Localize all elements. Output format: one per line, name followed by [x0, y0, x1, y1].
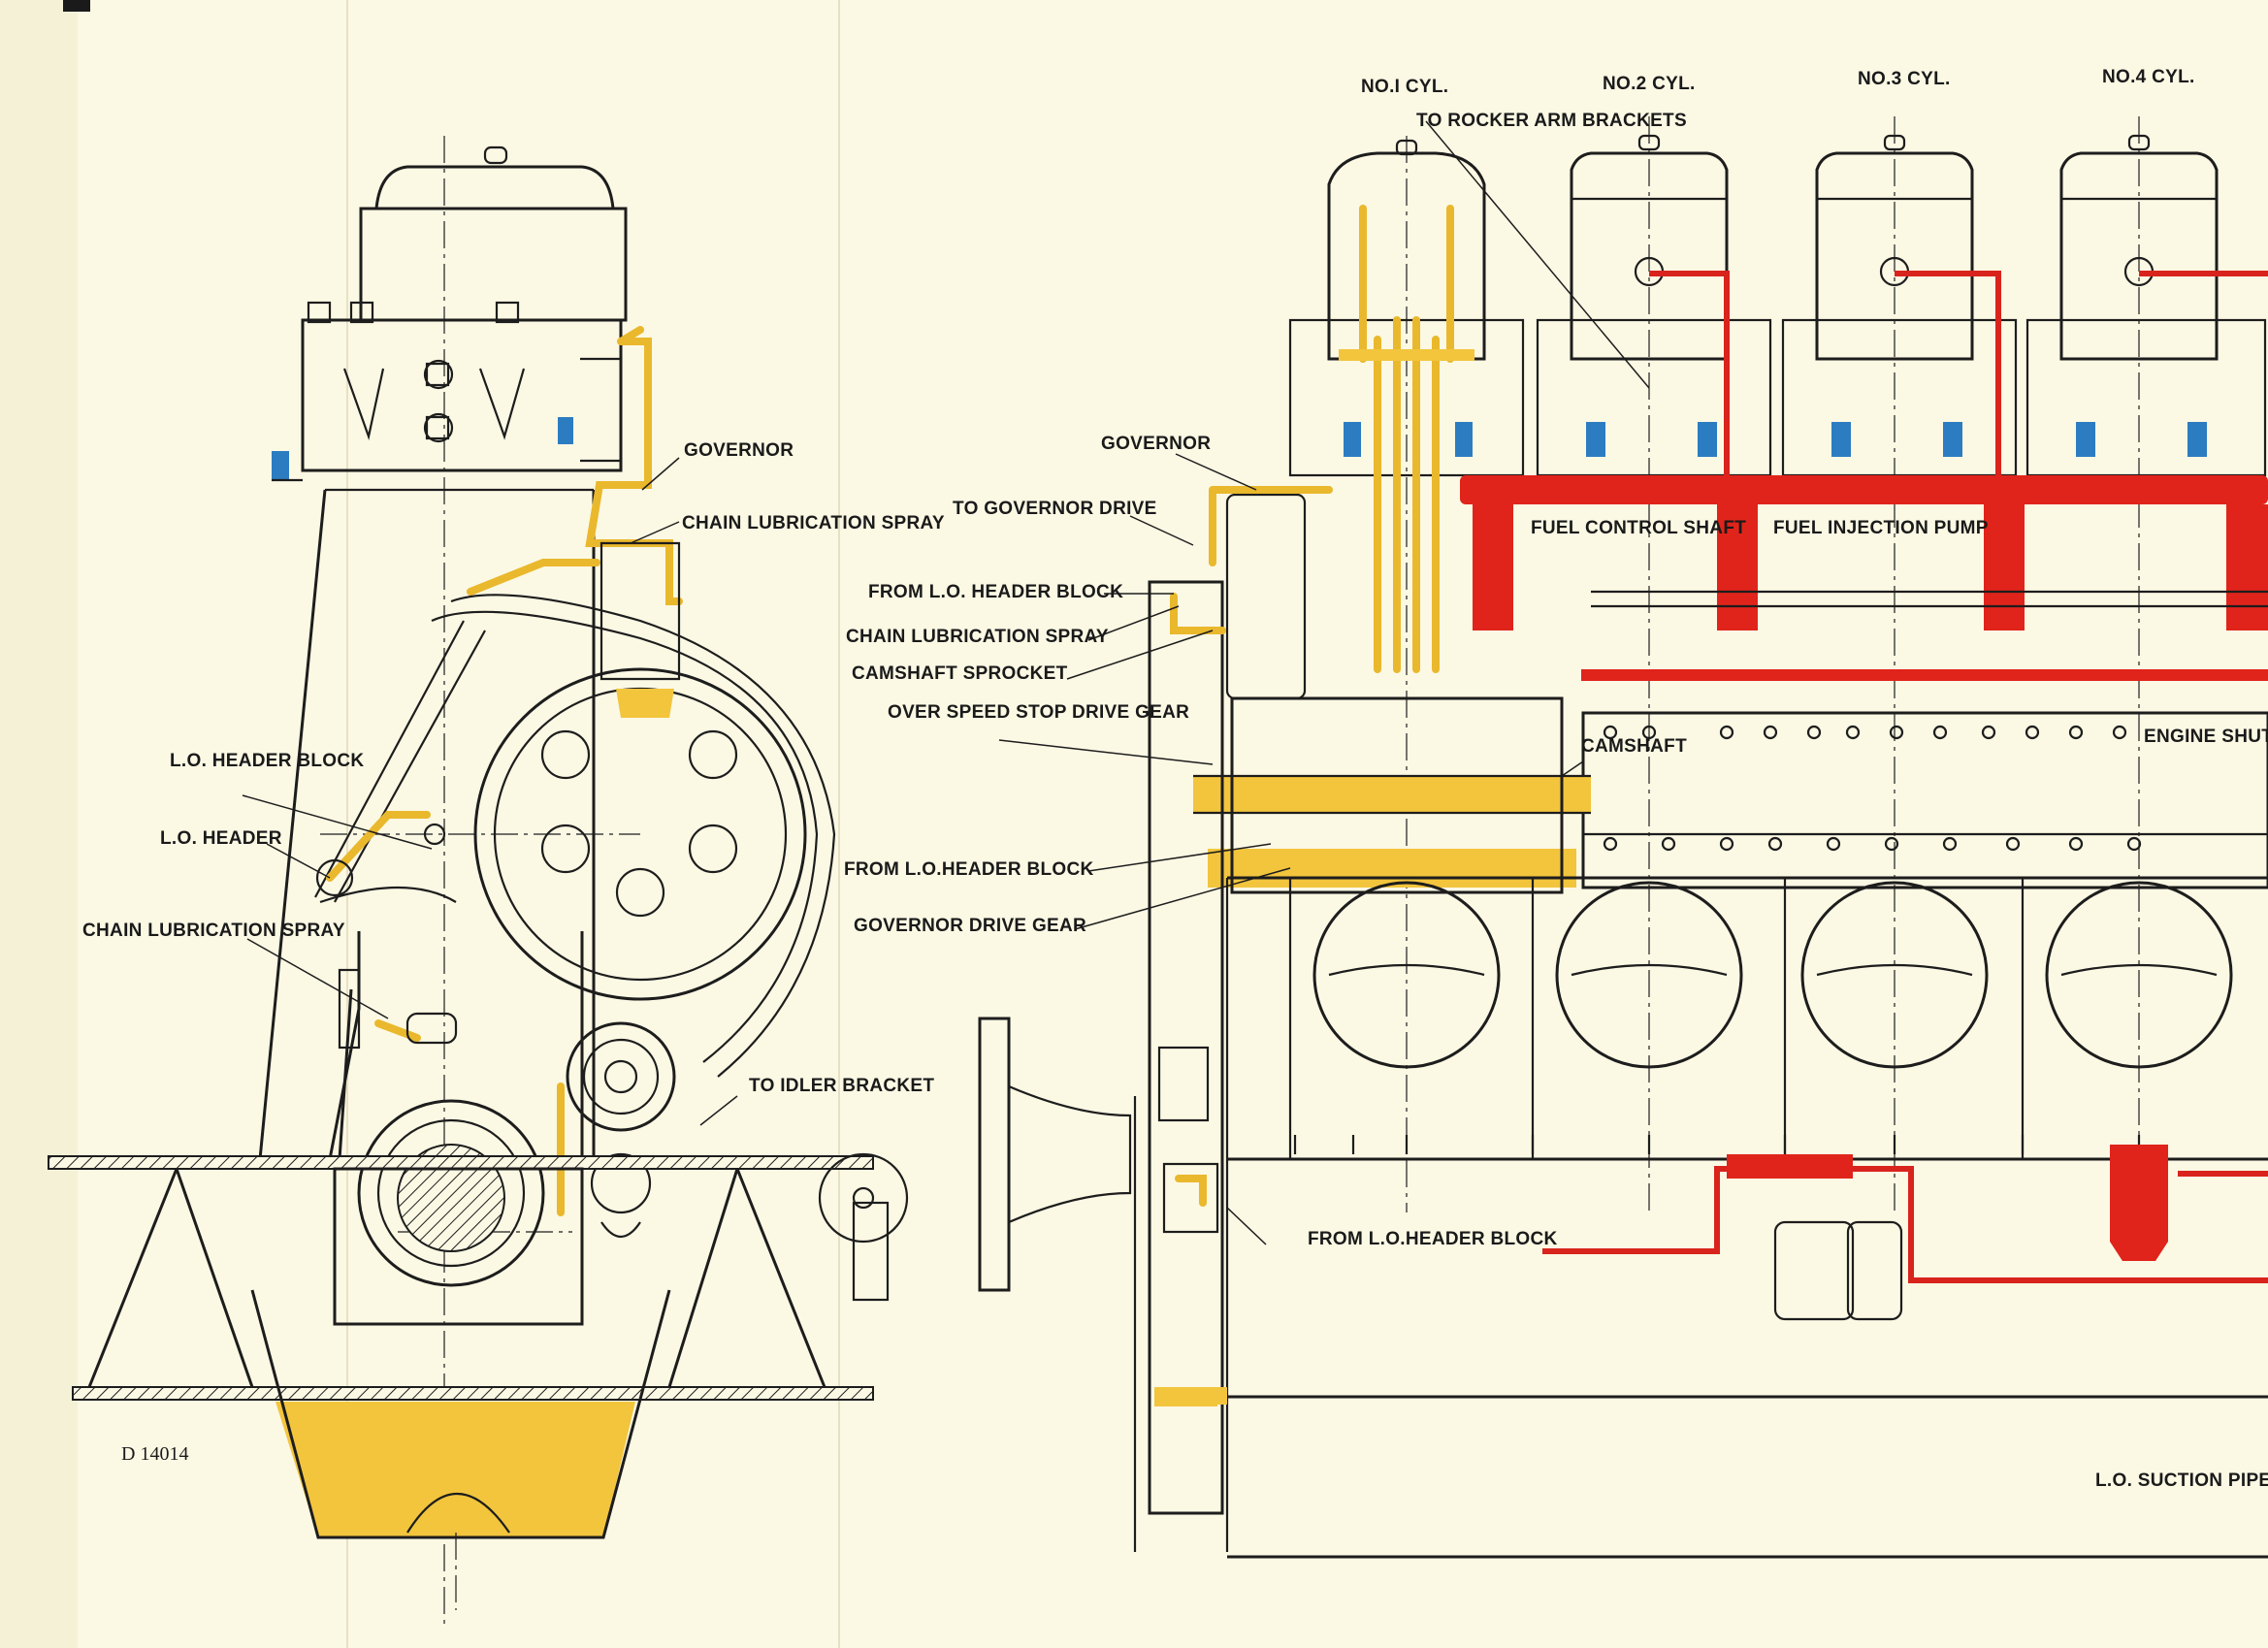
label-lo-header-block-left: L.O. HEADER BLOCK [170, 751, 364, 771]
label-chain-lubrication-spray-mid: CHAIN LUBRICATION SPRAY [846, 627, 1109, 647]
label-lo-suction-pipe: L.O. SUCTION PIPE [2095, 1470, 2268, 1491]
drawing-code: D 14014 [121, 1443, 188, 1465]
label-fuel-control-shaft: FUEL CONTROL SHAFT [1531, 518, 1746, 538]
fuel-leak-rail [1581, 669, 2268, 681]
label-from-lo-header-block-2: FROM L.O.HEADER BLOCK [844, 859, 1094, 880]
fuel-pump-4 [2226, 504, 2268, 630]
cylinder-label-1: NO.I CYL. [1361, 77, 1448, 97]
side-elevation-view [978, 116, 2268, 1559]
fuel-rail [1460, 475, 2268, 504]
fuel-pump-1 [1473, 504, 1513, 630]
end-elevation-view [48, 136, 909, 1630]
cylinder-label-2: NO.2 CYL. [1603, 74, 1696, 94]
label-governor-left: GOVERNOR [684, 440, 794, 461]
cylinder-head-4 [2025, 134, 2267, 477]
label-from-lo-header-block-1: FROM L.O. HEADER BLOCK [868, 582, 1123, 602]
cylinder-head-1-section [1288, 139, 1525, 673]
label-from-lo-header-block-3: FROM L.O.HEADER BLOCK [1308, 1229, 1558, 1249]
label-camshaft-sprocket: CAMSHAFT SPROCKET [852, 663, 1068, 684]
corner-tab [63, 0, 90, 12]
label-camshaft: CAMSHAFT [1581, 736, 1687, 757]
label-fuel-injection-pump: FUEL INJECTION PUMP [1773, 518, 1989, 538]
label-lo-header: L.O. HEADER [160, 828, 282, 849]
label-governor-drive-gear: GOVERNOR DRIVE GEAR [854, 916, 1086, 936]
label-governor-right: GOVERNOR [1101, 434, 1211, 454]
callout-labels: NO.I CYL. NO.2 CYL. NO.3 CYL. NO.4 CYL. … [82, 67, 2268, 1491]
cylinder-label-4: NO.4 CYL. [2102, 67, 2195, 87]
label-to-governor-drive: TO GOVERNOR DRIVE [953, 499, 1157, 519]
fuel-pump-3 [1984, 504, 2025, 630]
label-engine-shut-down: ENGINE SHUT DOWN CYLIN [2144, 727, 2268, 747]
strainer [2110, 1145, 2168, 1261]
label-to-idler-bracket: TO IDLER BRACKET [749, 1076, 934, 1096]
cylinder-head-2 [1536, 134, 1772, 477]
binding-margin [0, 0, 78, 1648]
cylinder-label-3: NO.3 CYL. [1858, 69, 1951, 89]
fuel-pump-2 [1717, 504, 1758, 630]
oil-filter-header [1727, 1154, 1853, 1179]
label-chain-lubrication-spray-top: CHAIN LUBRICATION SPRAY [682, 513, 945, 533]
leader-lines [242, 453, 1584, 1245]
label-chain-lubrication-spray-left: CHAIN LUBRICATION SPRAY [82, 921, 345, 941]
label-over-speed-stop: OVER SPEED STOP DRIVE GEAR [888, 702, 1189, 723]
label-to-rocker-arm-brackets: TO ROCKER ARM BRACKETS [1416, 111, 1687, 131]
cylinder-head-3 [1781, 134, 2018, 477]
